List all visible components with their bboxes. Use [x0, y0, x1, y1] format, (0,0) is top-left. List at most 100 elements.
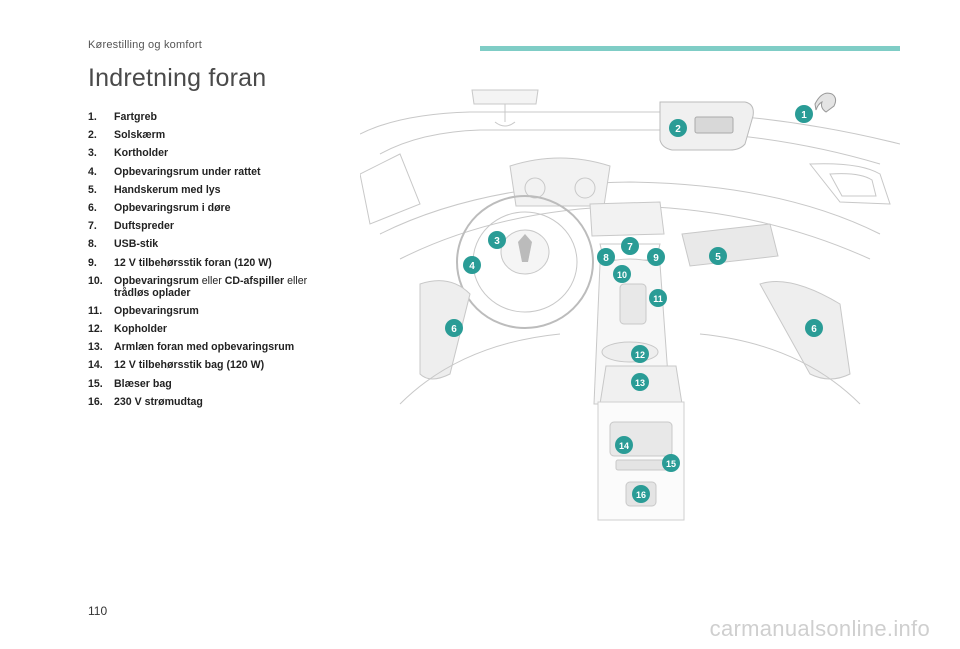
legend-item: 9. 12 V tilbehørsstik foran (120 W) [88, 257, 348, 269]
callout-6-left [445, 319, 463, 337]
svg-text:5: 5 [715, 252, 721, 263]
legend-item: 13. Armlæn foran med opbevaringsrum [88, 341, 348, 353]
legend-number: 15. [88, 377, 103, 390]
header-accent-bar [480, 46, 900, 51]
svg-text:1: 1 [801, 110, 807, 121]
legend-text: 12 V tilbehørsstik foran (120 W) [114, 256, 272, 269]
callout-1 [795, 105, 813, 123]
svg-text:9: 9 [653, 253, 659, 264]
callout-13 [631, 373, 649, 391]
watermark: carmanualsonline.info [709, 616, 930, 641]
callout-15 [662, 454, 680, 472]
legend-item: 10. Opbevaringsrum eller CD-afspiller ell… [88, 275, 348, 299]
callout-14 [615, 436, 633, 454]
legend-text-part: CD-afspiller [224, 274, 285, 287]
legend-item: 2. Solskærm [88, 129, 348, 141]
callout-7 [621, 237, 639, 255]
legend-number: 14. [88, 359, 103, 372]
steering-wheel [456, 195, 594, 329]
legend-number: 11. [88, 304, 103, 317]
page-title: Indretning foran [88, 64, 267, 92]
rear-view-mirror [471, 89, 539, 105]
legend-text: Solskærm [114, 129, 166, 142]
svg-text:7: 7 [627, 242, 633, 253]
callout-4 [463, 256, 481, 274]
callout-11 [649, 289, 667, 307]
legend-text: Opbevaringsrum [114, 304, 199, 317]
door-panel-left [419, 280, 471, 380]
svg-text:15: 15 [666, 459, 676, 469]
callout-9 [647, 248, 665, 266]
legend-text: Duftspreder [114, 220, 175, 233]
legend-text: Kortholder [114, 147, 169, 160]
door-panel-right [759, 281, 851, 380]
legend-number: 9. [88, 256, 97, 269]
svg-text:16: 16 [636, 490, 646, 500]
legend-number: 13. [88, 341, 103, 354]
legend-item: 15.Blæser bag [88, 378, 348, 390]
legend-item: 6. Opbevaringsrum i døre [88, 202, 348, 214]
legend-item: 4. Opbevaringsrum under rattet [88, 166, 348, 178]
callout-3 [488, 231, 506, 249]
dashboard-illustration: 1 2 3 4 5 6 6 7 8 9 10 11 12 13 14 15 16 [360, 89, 900, 521]
visor-mirror [694, 116, 734, 134]
legend-text: USB-stik [114, 238, 159, 251]
legend-text-part: eller [198, 274, 225, 287]
legend-number: 8. [88, 238, 97, 251]
legend-text: Opbevaringsrum under rattet [114, 165, 261, 178]
legend-text-part: Opbevaringsrum [114, 274, 199, 287]
svg-text:2: 2 [675, 124, 681, 135]
legend-number: 10. [88, 274, 103, 287]
cup-holder [601, 341, 659, 363]
instrument-cluster [509, 157, 611, 207]
svg-text:12: 12 [635, 350, 645, 360]
legend-item: 16. 230 V strømudtag [88, 396, 348, 408]
legend-text: 12 V tilbehørsstik bag (120 W) [114, 359, 265, 372]
legend-number: 3. [88, 147, 97, 160]
callout-10 [613, 265, 631, 283]
callout-16 [632, 485, 650, 503]
running-header: Kørestilling og komfort [88, 39, 203, 51]
legend-item: 8. USB-stik [88, 238, 348, 250]
callout-8 [597, 248, 615, 266]
legend-list: 1. Fartgreb 2. Solskærm 3. Kortholder 4. Opb… [88, 111, 348, 414]
legend-number: 5. [88, 183, 97, 196]
callout-badges: 1 2 3 4 5 6 6 7 8 9 10 11 12 13 14 15 16 [445, 105, 823, 503]
legend-item: 3. Kortholder [88, 147, 348, 159]
legend-number: 16. [88, 395, 103, 408]
legend-text: Opbevaringsrum i døre [114, 201, 231, 214]
legend-text: Kopholder [114, 323, 167, 336]
svg-text:10: 10 [617, 270, 627, 280]
svg-text:6: 6 [451, 324, 457, 335]
page-number: 110 [88, 604, 108, 618]
glove-box [681, 223, 779, 267]
legend-number: 1. [88, 111, 97, 123]
legend-item: 7. Duftspreder [88, 220, 348, 232]
svg-text:14: 14 [619, 441, 629, 451]
legend-text: 230 V strømudtag [114, 395, 203, 408]
legend-text-part: eller [284, 274, 308, 287]
legend-item: 11. Opbevaringsrum [88, 305, 348, 317]
legend-number: 6. [88, 201, 97, 214]
legend-number: 12. [88, 323, 103, 336]
callout-12 [631, 345, 649, 363]
infotainment-screen [589, 201, 665, 237]
legend-text-part: trådløs oplader [114, 286, 191, 299]
svg-text:8: 8 [603, 253, 609, 264]
legend-text: Armlæn foran med opbevaringsrum [114, 341, 295, 354]
legend-item: 5.Handskerum med lys [88, 184, 348, 196]
legend-item: 14. 12 V tilbehørsstik bag (120 W) [88, 359, 348, 371]
legend-number: 7. [88, 220, 97, 233]
legend-item: 1. Fartgreb [88, 111, 348, 123]
legend-number: 4. [88, 165, 97, 178]
callout-5 [709, 247, 727, 265]
svg-text:11: 11 [653, 294, 663, 304]
callout-2 [669, 119, 687, 137]
svg-text:6: 6 [811, 324, 817, 335]
callout-6-right [805, 319, 823, 337]
legend-number: 2. [88, 129, 97, 142]
legend-text: Fartgreb [114, 111, 157, 123]
svg-text:4: 4 [469, 261, 475, 272]
svg-text:3: 3 [494, 236, 500, 247]
